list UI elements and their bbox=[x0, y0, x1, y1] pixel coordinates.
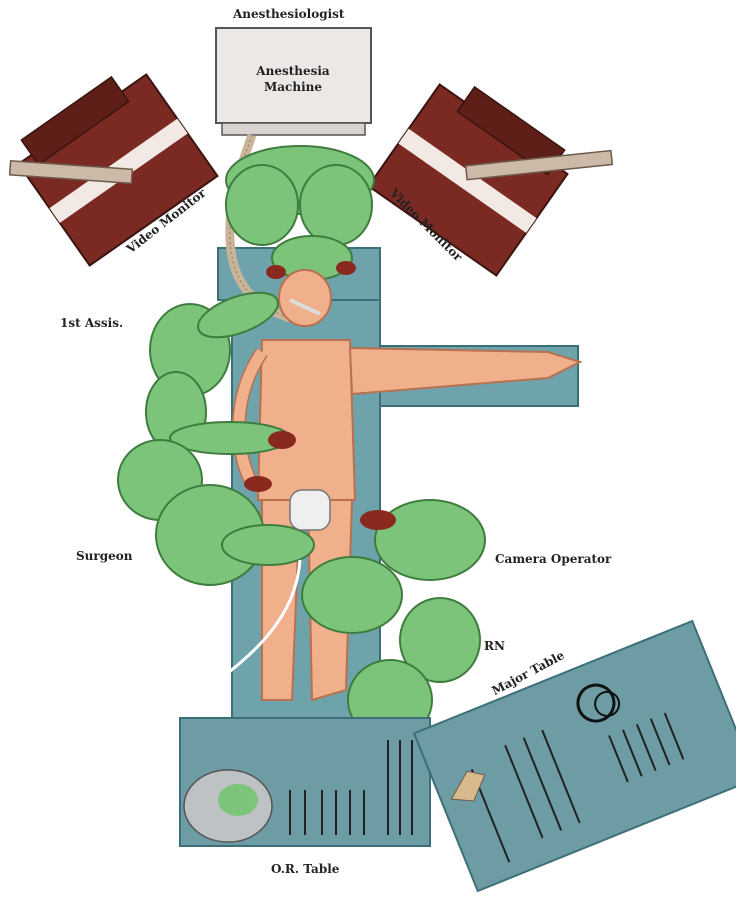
label-camera-operator: Camera Operator bbox=[495, 552, 611, 566]
label-rn: RN bbox=[484, 639, 505, 653]
label-first-assistant: 1st Assis. bbox=[60, 316, 123, 330]
label-anesthesia-machine-line1: Anesthesia bbox=[218, 64, 368, 78]
label-anesthesiologist: Anesthesiologist bbox=[233, 7, 344, 21]
label-anesthesia-machine-line2: Machine bbox=[218, 80, 368, 94]
label-or-table: O.R. Table bbox=[271, 862, 339, 876]
label-surgeon: Surgeon bbox=[76, 549, 132, 563]
or-instrument-table bbox=[180, 718, 430, 846]
